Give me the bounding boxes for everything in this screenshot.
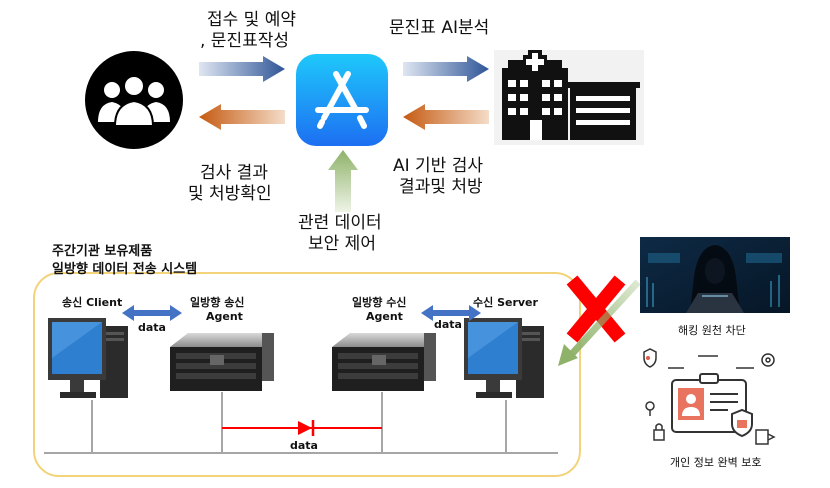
arrow-right-blue-right [403,56,489,82]
data-label-diode: data [290,439,318,452]
data-arrow-right-icon [421,305,481,321]
label-control-line2: 보안 제어 [308,234,376,254]
users-icon [84,50,184,150]
send-agent-server-icon [166,333,276,393]
data-arrow-left-icon [122,305,182,321]
privacy-caption: 개인 정보 완벽 보호 [670,456,762,469]
system-frame [33,272,581,477]
recv-agent-server-icon [328,333,438,393]
server-computer-icon [462,318,550,404]
client-computer-icon [46,318,134,404]
send-agent-label-line1: 일방향 송신 [190,296,245,309]
system-title-line1: 주간기관 보유제품 [52,244,153,259]
hacker-caption: 해킹 원천 차단 [678,324,746,337]
attack-arrow-icon [556,278,646,368]
label-control-line1: 관련 데이터 [298,213,382,233]
app-store-icon [296,54,388,146]
label-ai-result-line2: 결과및 처방 [399,177,483,197]
label-ai-analysis: 문진표 AI분석 [389,18,490,38]
arrow-left-orange-left [199,104,285,130]
send-agent-label-line2: Agent [206,310,243,323]
server-label: 수신 Server [473,296,538,309]
arrow-right-blue-left [199,56,285,82]
label-result-line2: 및 처방확인 [188,184,272,204]
client-label: 송신 Client [62,296,123,309]
system-title-line2: 일방향 데이터 전송 시스템 [52,262,198,277]
recv-agent-label-line2: Agent [366,310,403,323]
hacker-image [640,237,790,313]
label-submit-line2: , 문진표작성 [200,31,290,51]
label-ai-result-line1: AI 기반 검사 [393,156,484,176]
label-result-line1: 검사 결과 [200,163,268,183]
label-submit-line1: 접수 및 예약 [207,10,297,30]
data-label-right: data [434,318,462,331]
block-x-icon [566,274,626,344]
privacy-illustration [628,346,788,456]
arrow-up-green [328,150,358,212]
arrow-left-orange-right [403,104,489,130]
data-label-left: data [138,321,166,334]
hospital-icon [494,50,644,145]
recv-agent-label-line1: 일방향 수신 [352,296,407,309]
